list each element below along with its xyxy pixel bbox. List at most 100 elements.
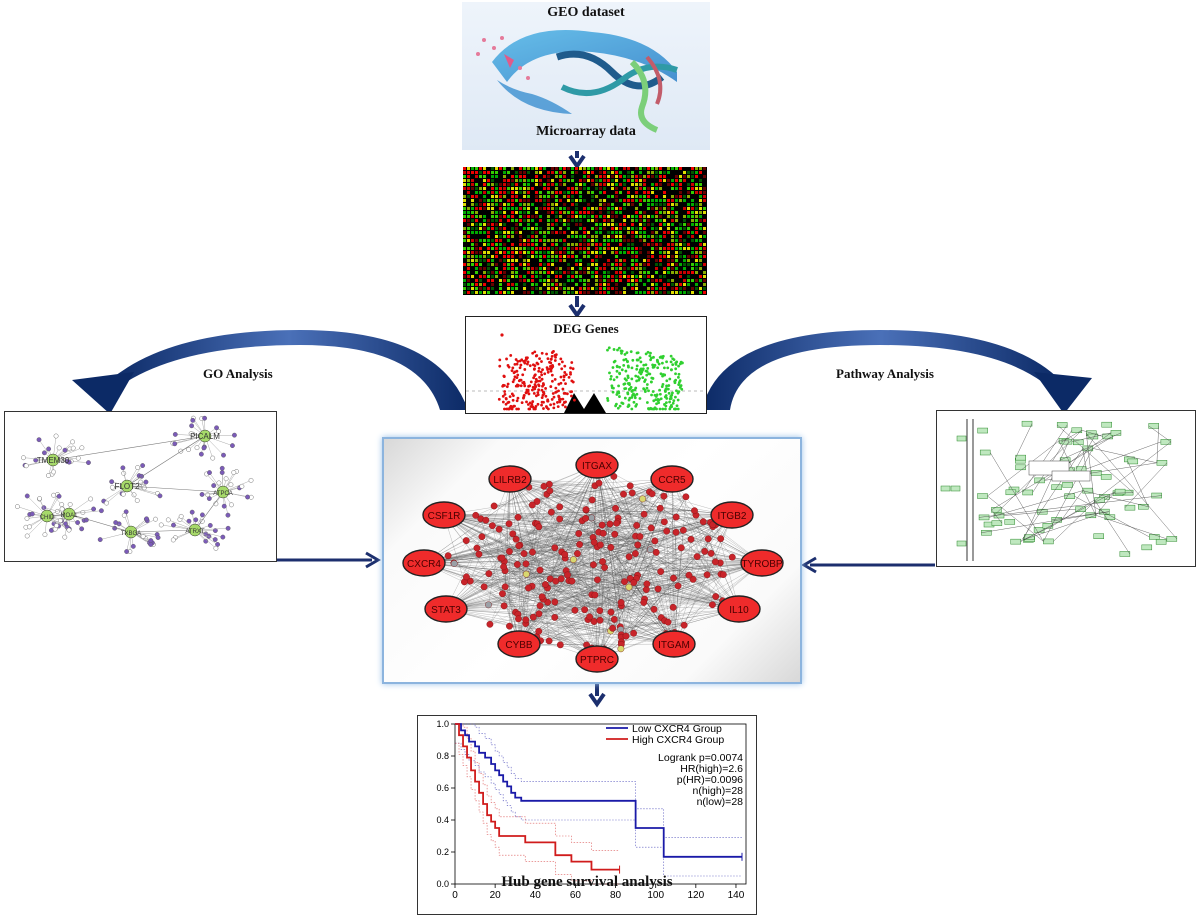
heatmap-cell bbox=[559, 175, 562, 178]
heatmap-cell bbox=[551, 195, 554, 198]
heatmap-cell bbox=[519, 279, 522, 282]
pathway-edge bbox=[1094, 499, 1131, 555]
go-node bbox=[190, 417, 196, 423]
heatmap-cell bbox=[699, 275, 702, 278]
heatmap-cell bbox=[699, 183, 702, 186]
hub-gene-node bbox=[402, 549, 446, 577]
volcano-point-down bbox=[548, 367, 552, 371]
heatmap-cell bbox=[607, 243, 610, 246]
volcano-point-down bbox=[564, 382, 567, 386]
heatmap-cell bbox=[639, 275, 642, 278]
heatmap-cell bbox=[643, 271, 646, 274]
volcano-point-down bbox=[544, 394, 548, 398]
volcano-point-up bbox=[630, 389, 634, 393]
network-node bbox=[590, 561, 597, 569]
heatmap-cell bbox=[591, 251, 594, 254]
heatmap-cell bbox=[491, 247, 494, 250]
heatmap-cell bbox=[667, 215, 670, 218]
heatmap-cell bbox=[627, 187, 630, 190]
heatmap-cell bbox=[703, 251, 706, 254]
heatmap-cell bbox=[703, 207, 706, 210]
heatmap-cell bbox=[535, 199, 538, 202]
heatmap-cell bbox=[527, 223, 530, 226]
volcano-point-up bbox=[671, 363, 675, 366]
heatmap-cell bbox=[691, 239, 694, 242]
network-node bbox=[601, 564, 608, 571]
network-edge bbox=[445, 537, 594, 610]
network-edge bbox=[454, 563, 675, 645]
go-node bbox=[42, 450, 47, 456]
heatmap-cell bbox=[531, 179, 534, 182]
heatmap-cell bbox=[463, 255, 466, 258]
network-edge bbox=[573, 559, 605, 650]
heatmap-cell bbox=[663, 231, 666, 234]
heatmap-cell bbox=[571, 231, 574, 234]
heatmap-cell bbox=[643, 211, 646, 214]
heatmap-cell bbox=[547, 199, 550, 202]
network-edge bbox=[589, 540, 655, 617]
volcano-point-down bbox=[538, 357, 541, 361]
heatmap-cell bbox=[519, 247, 522, 250]
network-edge bbox=[539, 569, 592, 595]
heatmap-cell bbox=[491, 207, 494, 210]
volcano-point-down bbox=[498, 364, 502, 368]
volcano-point-down bbox=[540, 396, 544, 400]
pathway-gene-box bbox=[1062, 482, 1073, 488]
heatmap-cell bbox=[691, 187, 694, 190]
heatmap-cell bbox=[603, 235, 606, 238]
network-node bbox=[485, 570, 493, 578]
go-node bbox=[27, 524, 32, 530]
heatmap-cell bbox=[495, 271, 498, 274]
heatmap-cell bbox=[479, 259, 482, 262]
heatmap-cell bbox=[531, 271, 534, 274]
volcano-point-up bbox=[641, 367, 645, 371]
pathway-gene-box bbox=[1114, 488, 1126, 495]
heatmap-cell bbox=[539, 275, 542, 278]
heatmap-cell bbox=[659, 275, 662, 278]
network-edge bbox=[596, 464, 674, 579]
network-node bbox=[551, 614, 559, 621]
heatmap-cell bbox=[615, 211, 618, 214]
heatmap-cell bbox=[535, 235, 538, 238]
heatmap-cell bbox=[659, 175, 662, 178]
network-node bbox=[685, 571, 693, 579]
heatmap-cell bbox=[667, 227, 670, 230]
heatmap-cells bbox=[463, 167, 706, 294]
heatmap-cell bbox=[523, 219, 526, 222]
heatmap-cell bbox=[519, 167, 522, 170]
heatmap-cell bbox=[471, 199, 474, 202]
network-edge bbox=[443, 510, 695, 516]
heatmap-cell bbox=[575, 183, 578, 186]
network-edge bbox=[632, 492, 763, 564]
go-hub-label: TXBGA bbox=[121, 531, 141, 537]
network-edge bbox=[466, 540, 598, 580]
heatmap-cell bbox=[687, 175, 690, 178]
volcano-point-up bbox=[638, 370, 641, 374]
network-node bbox=[704, 535, 712, 543]
go-node bbox=[98, 508, 104, 514]
heatmap-cell bbox=[559, 227, 562, 230]
heatmap-cell bbox=[547, 251, 550, 254]
heatmap-cell bbox=[491, 239, 494, 242]
heatmap-cell bbox=[515, 199, 518, 202]
heatmap-cell bbox=[611, 231, 614, 234]
heatmap-cell bbox=[659, 291, 662, 294]
heatmap-cell bbox=[687, 235, 690, 238]
heatmap-cell bbox=[579, 187, 582, 190]
go-node bbox=[248, 477, 254, 483]
heatmap-cell bbox=[567, 271, 570, 274]
heatmap-cell bbox=[655, 243, 658, 246]
heatmap-cell bbox=[703, 287, 706, 290]
heatmap-cell bbox=[667, 279, 670, 282]
network-edge bbox=[478, 554, 669, 623]
hub-gene-node bbox=[497, 630, 541, 658]
heatmap-cell bbox=[559, 199, 562, 202]
volcano-point-up bbox=[622, 363, 626, 367]
heatmap-cell bbox=[503, 167, 506, 170]
heatmap-cell bbox=[463, 251, 466, 254]
pathway-edge bbox=[1061, 430, 1082, 442]
heatmap-cell bbox=[539, 263, 542, 266]
go-node bbox=[113, 520, 119, 525]
volcano-point-up bbox=[675, 404, 679, 408]
network-edge bbox=[561, 534, 615, 553]
